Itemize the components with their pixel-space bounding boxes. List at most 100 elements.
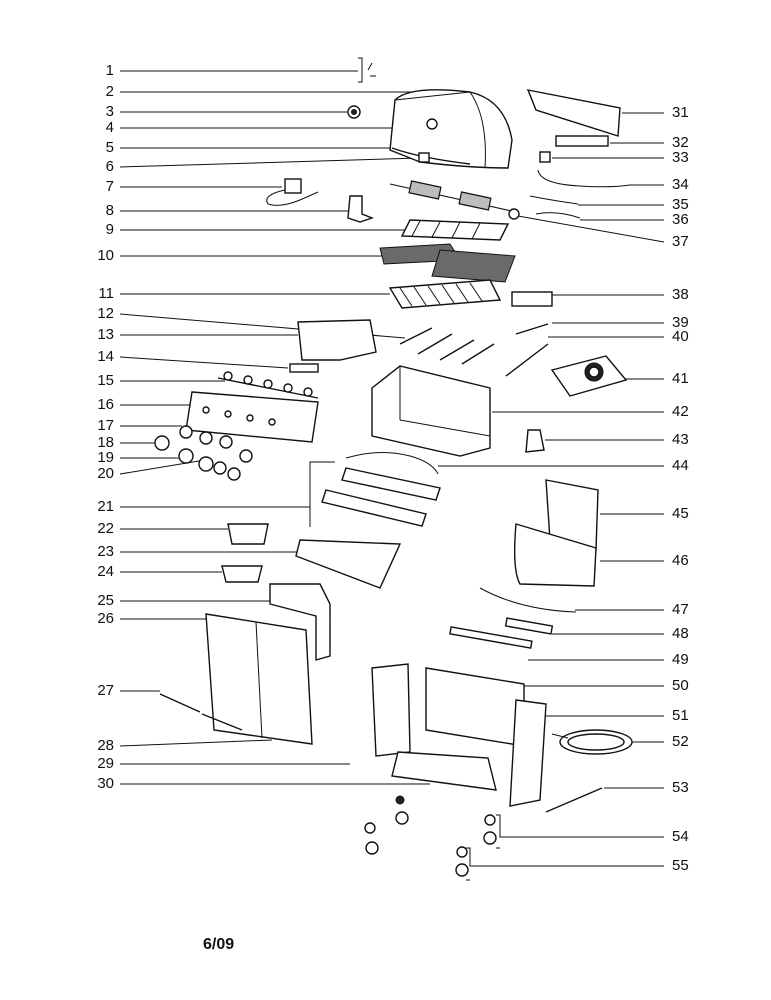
part-6-handle-bracket [418, 152, 430, 163]
parts-17-20-knobs [154, 425, 253, 481]
part-31-warming-shelf [526, 89, 621, 137]
part-13-cover [297, 319, 377, 361]
part-label-31: 31 [672, 104, 689, 121]
part-36-wire [535, 212, 581, 219]
part-label-20: 20 [97, 465, 114, 482]
part-29-side-panel [371, 663, 411, 757]
part-label-24: 24 [97, 563, 114, 580]
right-leader-lines [438, 112, 665, 881]
part-label-46: 46 [672, 552, 689, 569]
part-label-15: 15 [97, 372, 114, 389]
part-25-drawer [269, 583, 331, 661]
part-33-spacer [539, 151, 551, 163]
part-54-55-casters [364, 795, 497, 877]
part-10-cooking-grates [379, 243, 516, 283]
part-label-19: 19 [97, 449, 114, 466]
part-32-bracket [555, 135, 609, 147]
part-39-tube [515, 323, 549, 335]
part-label-7: 7 [105, 178, 114, 195]
part-41-side-burner [550, 355, 628, 397]
part-label-23: 23 [97, 543, 114, 560]
part-label-9: 9 [105, 221, 114, 238]
part-label-13: 13 [97, 326, 114, 343]
part-label-48: 48 [672, 625, 689, 642]
part-14-bracket [289, 363, 319, 373]
part-label-27: 27 [97, 682, 114, 699]
part-label-22: 22 [97, 520, 114, 537]
part-label-39: 39 [672, 314, 689, 331]
part-label-14: 14 [97, 348, 114, 365]
part-label-50: 50 [672, 677, 689, 694]
part-label-45: 45 [672, 505, 689, 522]
part-label-6: 6 [105, 158, 114, 175]
part-label-49: 49 [672, 651, 689, 668]
part-label-41: 41 [672, 370, 689, 387]
part-label-17: 17 [97, 417, 114, 434]
part-label-16: 16 [97, 396, 114, 413]
part-48-bracket [504, 617, 554, 635]
part-47-hose [479, 587, 577, 613]
part-21-heat-deflectors [321, 467, 441, 527]
part-7-igniter-wire [266, 178, 319, 206]
part-label-43: 43 [672, 431, 689, 448]
part-4-thermometer [426, 118, 438, 130]
part-label-34: 34 [672, 176, 689, 193]
part-label-51: 51 [672, 707, 689, 724]
part-16-control-panel [185, 391, 319, 443]
part-label-11: 11 [98, 285, 114, 302]
part-label-12: 12 [97, 305, 114, 322]
part-label-36: 36 [672, 211, 689, 228]
part-label-21: 21 [97, 498, 114, 515]
part-label-2: 2 [105, 83, 114, 100]
part-label-18: 18 [97, 434, 114, 451]
part-label-35: 35 [672, 196, 689, 213]
part-52-gas-hose [551, 729, 633, 755]
part-label-26: 26 [97, 610, 114, 627]
part-22-tray [227, 523, 269, 545]
part-label-44: 44 [672, 457, 689, 474]
part-label-4: 4 [105, 119, 114, 136]
part-label-54: 54 [672, 828, 689, 845]
part-label-25: 25 [97, 592, 114, 609]
part-9-warming-rack [400, 219, 510, 241]
part-label-47: 47 [672, 601, 689, 618]
part-label-30: 30 [97, 775, 114, 792]
part-label-29: 29 [97, 755, 114, 772]
part-49-crossbar [449, 626, 533, 649]
part-23-grease-tray [295, 539, 402, 589]
part-43-regulator [525, 429, 545, 453]
part-45-46-side-table [513, 479, 599, 587]
part-12-burner-tubes [399, 327, 495, 365]
part-27-door-handles [159, 693, 243, 731]
part-label-8: 8 [105, 202, 114, 219]
part-label-37: 37 [672, 233, 689, 250]
part-15-valves [217, 371, 319, 399]
footer-code: 6/09 [203, 936, 235, 953]
part-11-flavorizer-bars [388, 279, 502, 309]
part-44-crossover [345, 451, 439, 475]
part-53-tool [545, 787, 603, 813]
part-label-10: 10 [97, 247, 114, 264]
part-2-lid [389, 89, 513, 169]
part-26-doors [205, 613, 313, 745]
part-8-bracket [347, 195, 375, 223]
part-42-firebox [371, 365, 491, 457]
part-label-52: 52 [672, 733, 689, 750]
part-50-back-panel [425, 667, 525, 747]
part-24-drip-pan [221, 565, 263, 583]
part-label-33: 33 [672, 149, 689, 166]
part-51-side-panel [509, 699, 547, 807]
part-34-wire [537, 169, 631, 188]
part-label-3: 3 [105, 103, 114, 120]
part-40-tube [505, 343, 549, 377]
part-label-28: 28 [97, 737, 114, 754]
part-label-55: 55 [672, 857, 689, 874]
part-35-wire [529, 195, 579, 205]
part-label-5: 5 [105, 139, 114, 156]
part-37-rotisserie [389, 180, 520, 220]
part-label-38: 38 [672, 286, 689, 303]
left-leader-lines [119, 70, 430, 785]
part-label-42: 42 [672, 403, 689, 420]
part-38-cover [511, 291, 553, 307]
